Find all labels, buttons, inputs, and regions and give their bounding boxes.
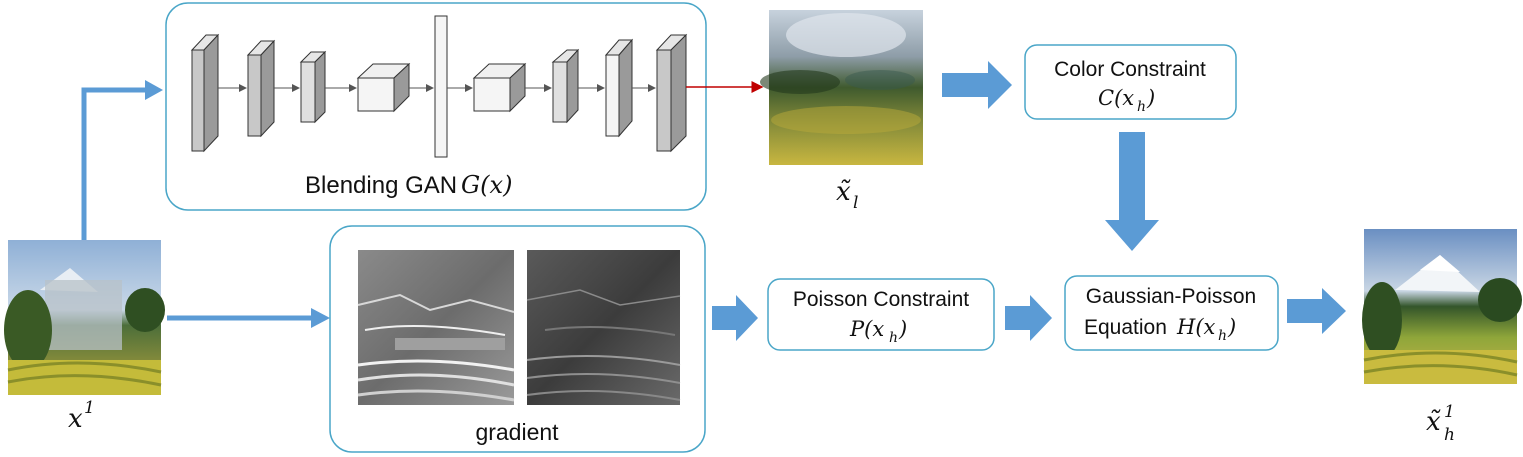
svg-text:x̃: x̃ [1426, 407, 1441, 437]
arrow-gradient-to-poisson [712, 295, 758, 341]
gaussian-poisson-box: Gaussian-Poisson Equation H(x h ) [1064, 275, 1279, 351]
gradient-box: gradient [329, 225, 706, 453]
gradient-image-y [526, 250, 681, 405]
svg-text:): ) [898, 317, 907, 341]
output-image [1362, 229, 1522, 384]
svg-text:C(x: C(x [1098, 86, 1134, 110]
gradient-label: gradient [475, 419, 559, 445]
input-to-gradient-arrow [167, 308, 330, 328]
svg-text:1: 1 [1444, 402, 1455, 422]
input-image [4, 240, 165, 395]
gan-func: G(x) [461, 171, 512, 199]
arrow-color-to-gp [1105, 132, 1159, 251]
color-label: Color Constraint [1054, 58, 1206, 81]
input-label: x 1 [68, 398, 95, 434]
svg-text:): ) [1146, 86, 1155, 110]
gp-label-line2: Equation [1084, 316, 1167, 339]
low-res-label: x̃ l [836, 177, 858, 213]
arrow-poisson-to-gp [1005, 295, 1052, 341]
gan-label: Blending GAN [305, 172, 457, 199]
output-label: x̃ 1 h [1426, 402, 1455, 445]
poisson-label: Poisson Constraint [793, 288, 969, 311]
gp-label-line1: Gaussian-Poisson [1086, 285, 1256, 308]
gp-func: H(x h ) [1176, 315, 1236, 344]
arrow-to-color [942, 61, 1012, 109]
gan-layers [190, 15, 688, 158]
svg-text:x̃: x̃ [836, 177, 851, 207]
low-res-blend-image [760, 10, 923, 165]
svg-text:): ) [1227, 315, 1236, 339]
svg-text:h: h [1137, 99, 1146, 115]
input-to-gan-arrow [81, 80, 163, 240]
blending-gan-box: Blending GAN G(x) [165, 2, 707, 211]
poisson-func: P(x h ) [849, 317, 907, 346]
svg-text:P(x: P(x [849, 317, 884, 341]
svg-text:h: h [889, 330, 898, 346]
svg-text:x: x [68, 404, 83, 434]
gradient-image-x [357, 250, 515, 405]
svg-text:h: h [1444, 425, 1455, 445]
svg-text:1: 1 [84, 398, 95, 418]
svg-text:H(x: H(x [1176, 315, 1216, 339]
color-constraint-box: Color Constraint C(x h ) [1024, 44, 1237, 120]
color-func: C(x h ) [1098, 86, 1155, 115]
svg-text:h: h [1218, 328, 1227, 344]
poisson-constraint-box: Poisson Constraint P(x h ) [767, 278, 995, 351]
arrow-gp-to-output [1287, 288, 1346, 334]
svg-text:l: l [853, 193, 858, 213]
